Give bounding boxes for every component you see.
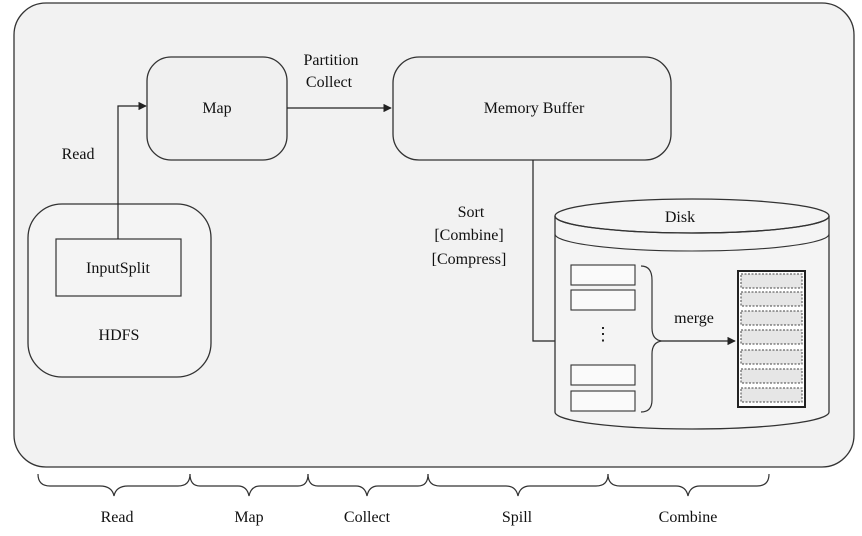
spill-file xyxy=(570,289,636,311)
spill-file xyxy=(570,264,636,286)
phase-brace-collect xyxy=(307,473,429,497)
disk-cylinder-inner-line xyxy=(554,233,830,252)
spill-file xyxy=(570,364,636,386)
phase-label-read: Read xyxy=(101,509,134,526)
collect-label: Collect xyxy=(306,74,353,91)
compress-option-label: [Compress] xyxy=(432,251,507,268)
phase-braces xyxy=(37,473,770,497)
phase-brace-combine xyxy=(607,473,770,497)
phase-label-combine: Combine xyxy=(659,509,718,526)
phase-brace-map xyxy=(189,473,309,497)
merged-file xyxy=(737,270,806,408)
map-label: Map xyxy=(202,100,231,117)
inputsplit-box xyxy=(55,238,182,297)
phase-label-map: Map xyxy=(234,509,263,526)
phase-label-collect: Collect xyxy=(344,509,391,526)
disk-cylinder-rim xyxy=(554,215,830,234)
memory-buffer-box xyxy=(392,56,672,161)
merge-label: merge xyxy=(674,310,714,327)
inputsplit-label: InputSplit xyxy=(86,260,151,277)
read-edge-label: Read xyxy=(62,146,95,163)
combine-option-label: [Combine] xyxy=(434,227,503,244)
partition-label: Partition xyxy=(303,52,358,69)
read-arrow xyxy=(117,101,147,239)
spill-files-ellipsis: ⋮ xyxy=(594,324,612,344)
phase-brace-read xyxy=(37,473,191,497)
memory-buffer-label: Memory Buffer xyxy=(484,100,585,117)
disk-label: Disk xyxy=(665,209,695,226)
spill-file xyxy=(570,390,636,412)
sort-label: Sort xyxy=(458,204,485,221)
hdfs-label: HDFS xyxy=(99,327,140,344)
phase-brace-spill xyxy=(427,473,609,497)
phase-label-spill: Spill xyxy=(502,509,533,526)
